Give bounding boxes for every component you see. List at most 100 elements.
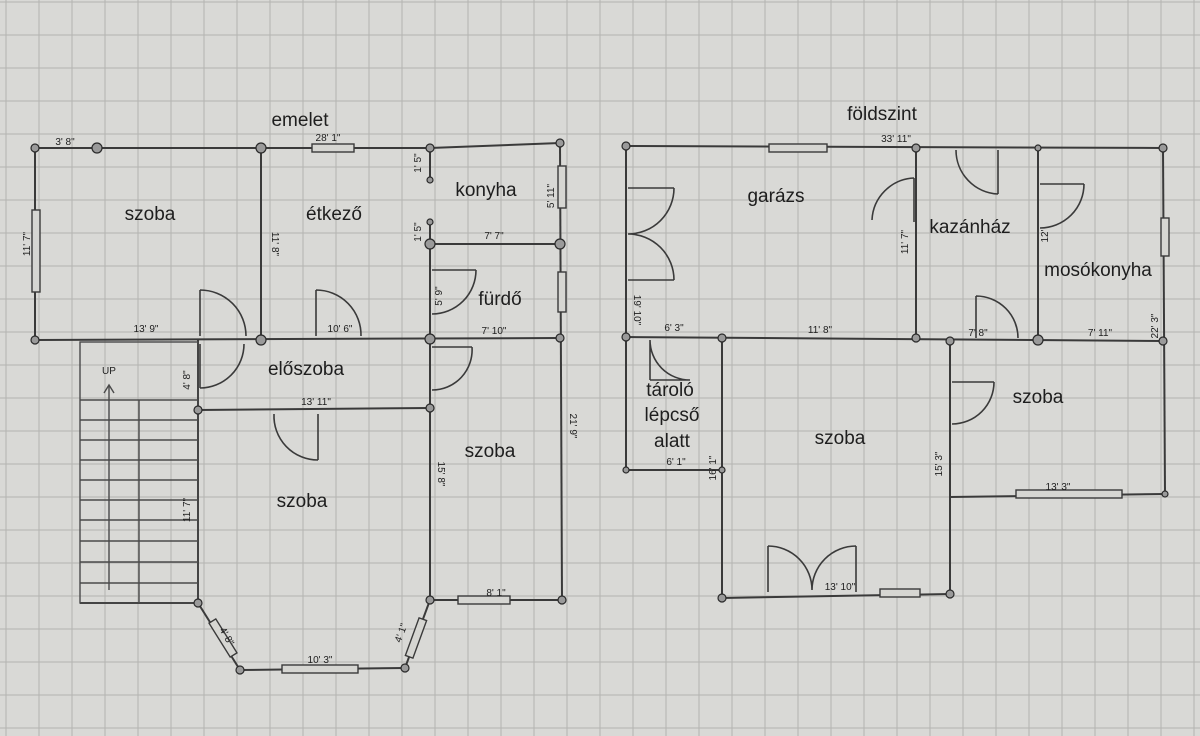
wall	[625, 145, 1164, 149]
junction	[255, 142, 267, 154]
junction	[555, 333, 565, 343]
room-label-szoba: szoba	[465, 441, 516, 462]
door-swing	[955, 149, 999, 195]
ground-floor-plan: földszint	[621, 104, 1170, 603]
ground-floor-title: földszint	[847, 104, 917, 125]
window	[879, 588, 921, 598]
dimension-label: 1' 5"	[413, 153, 424, 173]
junction	[911, 333, 921, 343]
door-swing	[431, 346, 473, 391]
window	[311, 143, 355, 153]
dimension-label: 3' 8"	[55, 137, 75, 148]
junction	[424, 333, 436, 345]
dimension-label: 8' 1"	[486, 588, 506, 599]
dimension-label: 28' 1"	[316, 133, 341, 144]
door-swing	[951, 381, 995, 425]
room-label-szoba: szoba	[1013, 387, 1064, 408]
junction	[91, 142, 103, 154]
room-label-szoba: szoba	[277, 491, 328, 512]
room-label-eloszoba: előszoba	[268, 359, 344, 380]
junction	[426, 218, 434, 226]
junction	[193, 598, 203, 608]
room-label-alatt: alatt	[654, 431, 691, 452]
dimension-label: 11' 7"	[900, 229, 911, 254]
junction	[193, 405, 203, 415]
door-swing	[1039, 183, 1085, 229]
wall	[34, 337, 561, 341]
junction	[945, 589, 955, 599]
dimension-label: 5' 9"	[434, 286, 445, 306]
junction	[554, 238, 566, 250]
window	[457, 595, 511, 605]
room-label-lepcso: lépcső	[645, 405, 700, 426]
junction	[425, 595, 435, 605]
window	[768, 143, 828, 153]
room-label-szoba: szoba	[815, 428, 866, 449]
junction	[235, 665, 245, 675]
dimension-label: 1' 5"	[413, 222, 424, 242]
door-swing	[315, 289, 362, 337]
double-door	[767, 545, 857, 592]
dimension-label: 33' 11"	[881, 134, 911, 145]
junction	[621, 332, 631, 342]
staircase: UP	[79, 341, 199, 604]
junction	[255, 334, 267, 346]
junction	[622, 466, 630, 474]
door-swing	[273, 413, 319, 461]
junction	[30, 335, 40, 345]
junction	[1034, 144, 1042, 152]
junction	[717, 593, 727, 603]
room-label-furdo: fürdő	[478, 289, 521, 310]
door-swing	[871, 177, 915, 222]
door-swing	[975, 295, 1019, 339]
stair-up-label: UP	[102, 366, 116, 377]
dimension-label: 21' 9"	[567, 414, 578, 439]
upper-floor-title: emelet	[271, 110, 329, 131]
room-label-mosokonyha: mosókonyha	[1044, 260, 1152, 281]
dimension-label: 6' 3"	[664, 323, 684, 334]
junction	[717, 333, 727, 343]
junction	[718, 466, 726, 474]
door-swing	[431, 269, 477, 315]
wall-junctions	[621, 141, 1169, 603]
dimension-label: 11' 7"	[22, 231, 33, 256]
junction	[426, 176, 434, 184]
stair-arrow-head	[103, 383, 115, 394]
junction	[424, 238, 436, 250]
window	[281, 664, 359, 674]
dimension-label: 7' 11"	[1088, 328, 1113, 339]
dimension-label: 7' 7"	[484, 231, 504, 242]
door-swing	[649, 339, 691, 381]
junction	[1161, 490, 1169, 498]
wall	[1162, 147, 1166, 495]
dimension-label: 7' 8"	[968, 328, 988, 339]
wall	[197, 407, 431, 411]
dimension-label: 13' 10"	[825, 582, 856, 593]
dimension-label: 7' 10"	[482, 326, 507, 337]
window	[31, 209, 41, 293]
junction	[30, 143, 40, 153]
dimension-label: 19' 10"	[631, 295, 642, 326]
junction	[555, 138, 565, 148]
garage-door	[627, 187, 675, 281]
dimension-label: 11' 7"	[182, 497, 193, 522]
wall	[559, 142, 563, 601]
window	[1015, 489, 1123, 499]
junction	[1158, 336, 1168, 346]
dimension-label: 15' 8"	[435, 462, 446, 487]
wall	[625, 336, 1164, 342]
dimension-label: 4' 8"	[182, 370, 193, 390]
dimension-label: 12'	[1040, 229, 1051, 242]
junction	[945, 336, 955, 346]
junction	[911, 143, 921, 153]
dimension-label: 11' 8"	[808, 325, 833, 336]
window	[1160, 217, 1170, 257]
dimension-label: 10' 3"	[308, 655, 333, 666]
dimension-label: 11' 8"	[269, 232, 280, 257]
room-label-tarolo: tároló	[646, 380, 694, 401]
dimension-label: 6' 1"	[666, 457, 686, 468]
dimension-label: 4' 1"	[393, 622, 410, 644]
window	[557, 165, 567, 209]
dimension-label: 16' 1"	[708, 455, 719, 480]
